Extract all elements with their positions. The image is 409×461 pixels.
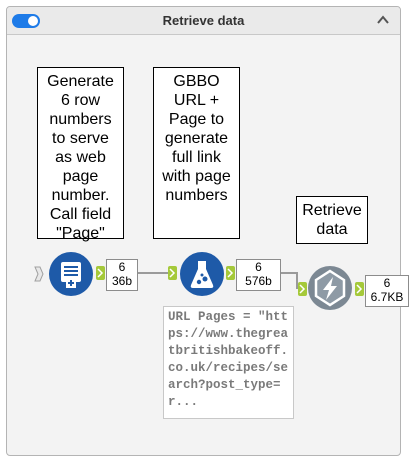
comment-download[interactable]: Retrieve data	[296, 196, 368, 244]
container-toggle[interactable]	[12, 14, 40, 28]
tool-annotation: URL Pages = "https://www.thegreatbritish…	[163, 306, 294, 419]
output-anchor[interactable]	[355, 282, 364, 296]
connection-line	[296, 272, 298, 289]
record-count: 6	[383, 276, 391, 290]
output-anchor[interactable]	[226, 266, 235, 280]
container-title: Retrieve data	[162, 13, 245, 28]
input-anchor[interactable]	[168, 266, 177, 280]
generate-rows-icon	[61, 262, 81, 288]
data-size: 36b	[111, 274, 133, 288]
record-count: 6	[255, 260, 262, 274]
comment-generate-rows[interactable]: Generate 6 row numbers to serve as web p…	[37, 67, 124, 242]
data-size: 6.7KB	[370, 290, 404, 304]
record-count-badge: 6 576b	[236, 259, 281, 291]
formula-flask-icon	[190, 261, 214, 288]
data-size: 576b	[245, 274, 272, 288]
download-tool[interactable]	[308, 266, 352, 310]
toggle-knob	[28, 16, 38, 26]
formula-tool[interactable]	[180, 252, 224, 296]
record-count-badge: 6 6.7KB	[365, 275, 409, 307]
record-count: 6	[118, 260, 126, 274]
record-count-badge: 6 36b	[106, 259, 138, 291]
input-chevron-icon	[34, 266, 44, 282]
generate-rows-tool[interactable]	[49, 252, 93, 296]
download-bolt-icon	[314, 269, 346, 307]
output-anchor[interactable]	[96, 266, 105, 280]
chevron-up-icon[interactable]	[376, 13, 390, 27]
connection-line	[281, 272, 298, 274]
connection-line	[138, 272, 173, 274]
container-header[interactable]: Retrieve data	[7, 7, 400, 35]
input-anchor[interactable]	[298, 282, 307, 296]
comment-formula[interactable]: GBBO URL + Page to generate full link wi…	[153, 67, 240, 239]
